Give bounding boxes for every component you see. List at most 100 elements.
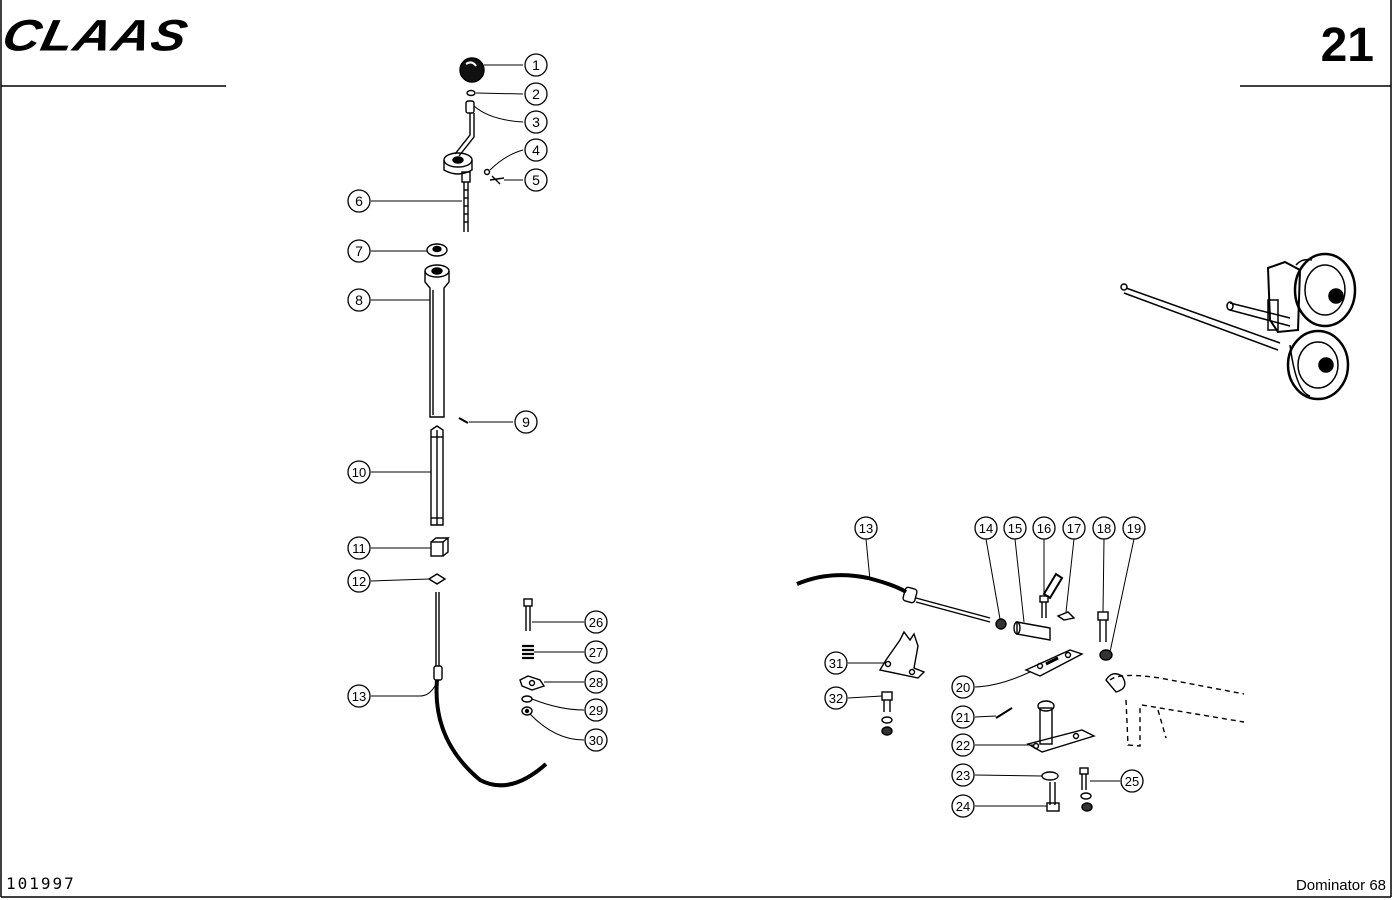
svg-text:1: 1 <box>532 57 540 73</box>
svg-text:12: 12 <box>352 574 366 589</box>
svg-text:17: 17 <box>1067 521 1081 536</box>
cable-left-part <box>433 592 548 788</box>
callout-13-right: 13 <box>854 516 878 540</box>
block-part <box>430 537 450 557</box>
callout-3: 3 <box>524 110 548 134</box>
svg-text:20: 20 <box>956 680 970 695</box>
washer-small-part <box>483 168 491 176</box>
sleeve-part <box>1013 621 1051 641</box>
callout-4: 4 <box>524 138 548 162</box>
diamond-washer-part <box>427 573 447 585</box>
callout-10: 10 <box>347 460 371 484</box>
svg-text:27: 27 <box>589 645 603 660</box>
svg-text:26: 26 <box>589 615 603 630</box>
clip-part <box>1056 611 1076 621</box>
callout-17: 17 <box>1062 516 1086 540</box>
svg-text:28: 28 <box>589 675 603 690</box>
tube-part <box>424 264 450 418</box>
callout-15: 15 <box>1003 516 1027 540</box>
callout-8: 8 <box>347 288 371 312</box>
bolt-32-part <box>881 691 893 736</box>
callout-32: 32 <box>824 686 848 710</box>
svg-text:8: 8 <box>355 292 363 308</box>
pedal-bracket-part <box>1026 700 1096 753</box>
bolt-24-part <box>1046 782 1060 812</box>
svg-text:25: 25 <box>1125 774 1139 789</box>
bolt-18-part <box>1097 611 1109 642</box>
callout-30: 30 <box>584 728 608 752</box>
svg-text:23: 23 <box>956 768 970 783</box>
bracket-31-part <box>878 630 926 679</box>
svg-text:14: 14 <box>979 521 993 536</box>
callout-31: 31 <box>824 651 848 675</box>
svg-text:22: 22 <box>956 738 970 753</box>
svg-text:9: 9 <box>522 414 530 430</box>
svg-text:11: 11 <box>352 541 366 556</box>
eye-bolt-part <box>1039 572 1064 618</box>
callout-19: 19 <box>1122 516 1146 540</box>
spring-pin-part <box>458 417 469 424</box>
callout-12: 12 <box>347 569 371 593</box>
hex-tube-part <box>430 425 444 526</box>
washer-23-part <box>1041 771 1059 781</box>
bracket-20-part <box>1024 649 1084 677</box>
washer-29-part <box>521 695 533 703</box>
callout-7: 7 <box>347 239 371 263</box>
callout-2: 2 <box>524 82 548 106</box>
lever-part <box>443 100 475 175</box>
leader-lines-left <box>370 64 585 741</box>
threaded-rod-part <box>461 171 471 232</box>
spring-part <box>522 644 534 660</box>
svg-text:30: 30 <box>589 733 603 748</box>
callouts: 1 2 3 4 5 6 7 8 9 10 11 12 13 26 27 28 2… <box>347 53 1146 818</box>
nut-19-part <box>1099 649 1113 661</box>
model-name: Dominator 68 <box>1295 877 1386 894</box>
callout-18: 18 <box>1092 516 1116 540</box>
svg-text:10: 10 <box>352 465 366 480</box>
callout-11: 11 <box>347 536 371 560</box>
svg-text:13: 13 <box>352 689 366 704</box>
pin-part <box>489 175 505 185</box>
callout-27: 27 <box>584 640 608 664</box>
callout-25: 25 <box>1120 769 1144 793</box>
cable-right-part <box>796 573 991 623</box>
washer-part <box>426 243 448 257</box>
leader-lines-right <box>847 538 1135 807</box>
svg-text:31: 31 <box>829 656 843 671</box>
svg-text:3: 3 <box>532 114 540 130</box>
page-number: 21 <box>1320 19 1374 72</box>
callout-9: 9 <box>514 410 538 434</box>
svg-text:2: 2 <box>532 86 540 102</box>
callout-1: 1 <box>524 53 548 77</box>
callout-26: 26 <box>584 610 608 634</box>
callout-13-left: 13 <box>347 684 371 708</box>
bolt-part <box>523 598 533 631</box>
callout-29: 29 <box>584 698 608 722</box>
svg-text:6: 6 <box>355 193 363 209</box>
svg-text:32: 32 <box>829 691 843 706</box>
knob-part <box>459 57 485 83</box>
callout-5: 5 <box>524 168 548 192</box>
svg-text:13: 13 <box>859 521 873 536</box>
callout-16: 16 <box>1032 516 1056 540</box>
pulley-assembly-inset <box>1120 252 1357 401</box>
callout-20: 20 <box>951 675 975 699</box>
nut-14-part <box>995 618 1007 630</box>
right-assembly <box>796 572 1245 812</box>
svg-text:24: 24 <box>956 799 970 814</box>
bolt-25-part <box>1079 767 1093 812</box>
callout-6: 6 <box>347 189 371 213</box>
document-number: 101997 <box>6 874 76 893</box>
svg-text:15: 15 <box>1008 521 1022 536</box>
callout-22: 22 <box>951 733 975 757</box>
svg-text:4: 4 <box>532 142 540 158</box>
nut-part <box>521 706 533 716</box>
svg-text:16: 16 <box>1037 521 1051 536</box>
svg-text:18: 18 <box>1097 521 1111 536</box>
svg-text:5: 5 <box>532 172 540 188</box>
clamp-part <box>519 675 546 691</box>
frame-section <box>1109 674 1245 747</box>
left-assembly <box>424 57 548 788</box>
